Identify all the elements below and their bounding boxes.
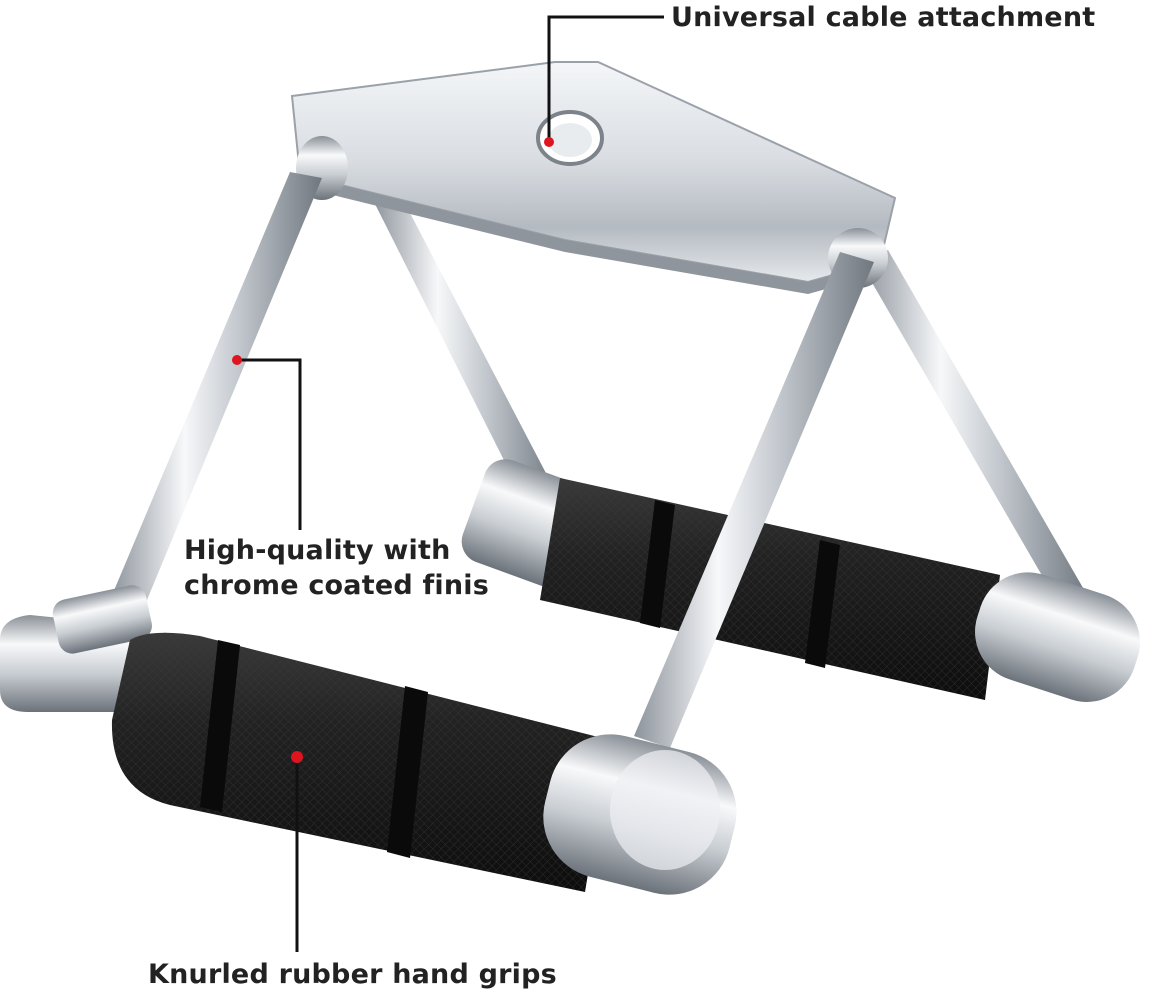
leader-lines — [237, 15, 664, 952]
callout-cable-attachment: Universal cable attachment — [671, 2, 1096, 33]
callout-chrome-finish: High-quality with chrome coated finis — [184, 533, 489, 603]
front-rods — [110, 172, 874, 748]
back-rods — [372, 190, 1090, 610]
back-handle — [461, 459, 1140, 702]
markers — [232, 137, 554, 763]
marker-dot-grips — [291, 751, 303, 763]
callout-chrome-line-1: High-quality with — [184, 535, 451, 566]
callout-hand-grips: Knurled rubber hand grips — [148, 959, 557, 990]
callout-chrome-line-2: chrome coated finis — [184, 570, 490, 601]
marker-dot-cable — [544, 137, 554, 147]
marker-dot-chrome — [232, 355, 242, 365]
leader-line-chrome — [237, 358, 302, 530]
top-plate — [290, 61, 897, 294]
front-handle — [0, 585, 737, 895]
leader-line-cable — [547, 15, 664, 142]
